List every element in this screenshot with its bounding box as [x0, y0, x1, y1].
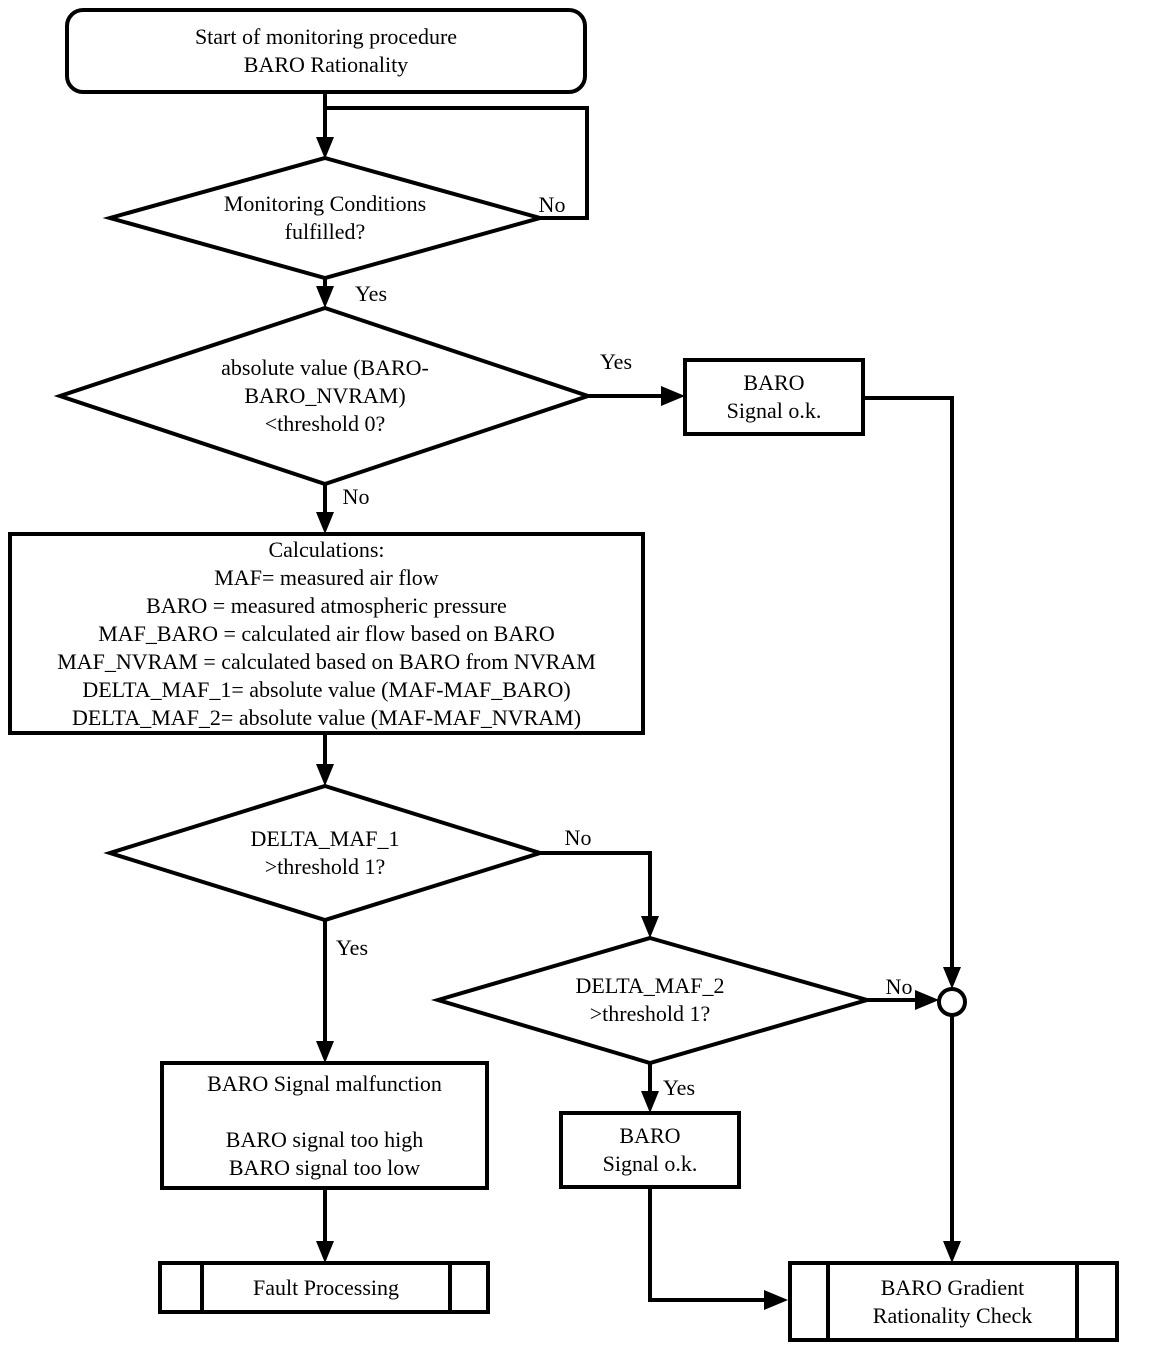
arrowhead-into-gradient-left: [764, 1290, 788, 1310]
arrowhead-into-delta2: [641, 916, 659, 938]
gradient-check-shape: [788, 1261, 1119, 1342]
baro-malfunction-shape: [160, 1061, 489, 1190]
arrowhead-into-ok-bottom: [641, 1091, 659, 1113]
arrowhead-into-junction-left: [915, 990, 939, 1010]
arrowhead-into-baro-delta: [316, 286, 334, 308]
arrowhead-into-ok-top: [661, 386, 685, 406]
connector-ok-bottom-to-gradient: [648, 1187, 766, 1302]
baro-ok-bottom-shape: [559, 1111, 741, 1189]
delta-maf-2-diamond: [430, 935, 875, 1066]
connector-delta1-no: [540, 851, 652, 918]
arrowhead-into-monitoring: [316, 137, 334, 159]
node-shapes: [8, 8, 1119, 1342]
connector-lines: [323, 92, 954, 1302]
monitoring-conditions-diamond: [102, 155, 548, 281]
connector-monitoring-no-loop: [325, 106, 589, 220]
arrowhead-into-delta1: [316, 764, 334, 786]
arrowhead-into-gradient-top: [943, 1241, 961, 1263]
baro-ok-top-shape: [683, 358, 865, 436]
baro-delta-diamond: [53, 305, 595, 487]
predefined-process-bars: [200, 1263, 1079, 1340]
arrowhead-into-fault: [316, 1241, 334, 1263]
fault-processing-shape: [158, 1261, 490, 1314]
arrowhead-into-malfunction: [316, 1041, 334, 1063]
junction-circle: [937, 987, 967, 1017]
start-node-shape: [65, 8, 587, 94]
connector-ok-top-to-junction: [863, 396, 954, 969]
arrowheads: [316, 137, 961, 1310]
delta-maf-1-diamond: [103, 783, 547, 923]
arrowhead-into-junction-top: [943, 967, 961, 989]
calculations-shape: [8, 532, 645, 735]
arrowhead-into-calculations: [316, 512, 334, 534]
